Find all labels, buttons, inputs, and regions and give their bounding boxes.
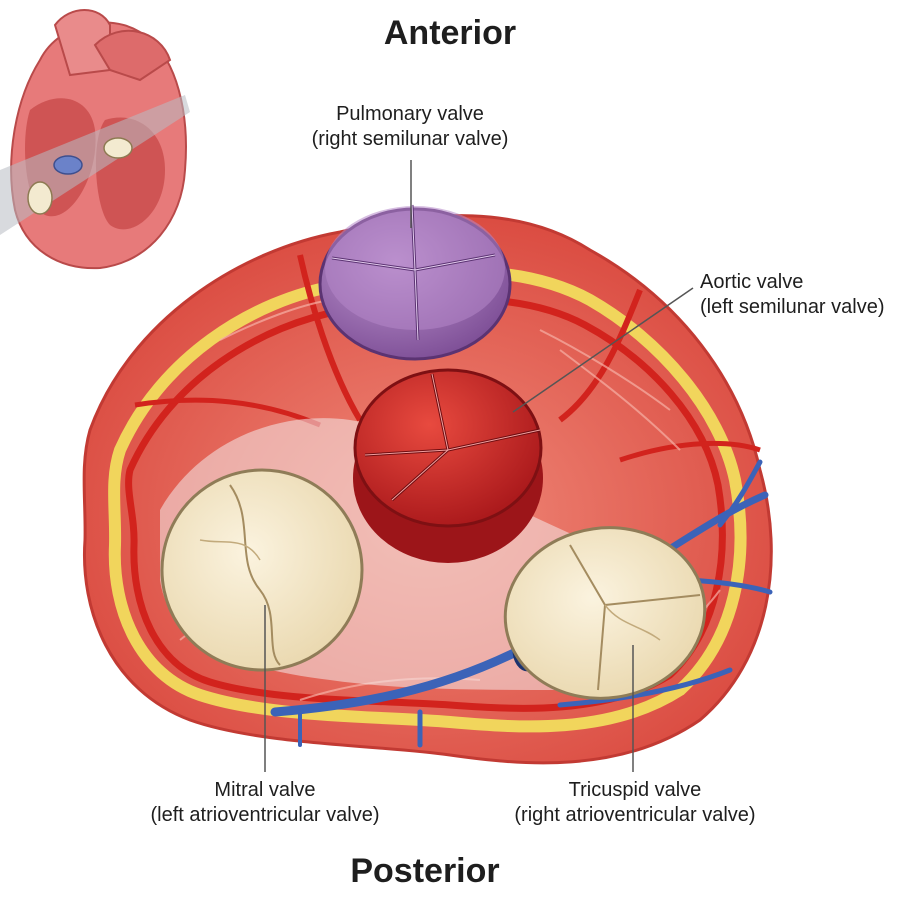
mitral-valve bbox=[160, 468, 364, 672]
posterior-label: Posterior bbox=[350, 852, 500, 890]
mitral-valve-label: Mitral valve (left atrioventricular valv… bbox=[110, 778, 420, 828]
tricuspid-valve-alt-name: (right atrioventricular valve) bbox=[514, 804, 756, 826]
tricuspid-valve bbox=[503, 526, 707, 700]
aortic-valve-name: Aortic valve bbox=[700, 271, 804, 293]
pulmonary-valve bbox=[318, 204, 512, 361]
mitral-valve-name: Mitral valve bbox=[214, 779, 316, 801]
heart-inset-illustration bbox=[0, 9, 190, 270]
pulmonary-valve-label: Pulmonary valve (right semilunar valve) bbox=[260, 102, 560, 152]
tricuspid-valve-label: Tricuspid valve (right atrioventricular … bbox=[475, 778, 795, 828]
aortic-valve-alt-name: (left semilunar valve) bbox=[700, 296, 885, 318]
leader-lines bbox=[264, 160, 694, 772]
anterior-label: Anterior bbox=[383, 14, 517, 52]
aortic-valve bbox=[353, 368, 543, 563]
pulmonary-valve-alt-name: (right semilunar valve) bbox=[311, 128, 509, 150]
aortic-leader bbox=[512, 287, 694, 413]
pulmonary-valve-name: Pulmonary valve bbox=[336, 103, 484, 125]
aortic-valve-label: Aortic valve (left semilunar valve) bbox=[700, 270, 900, 320]
mitral-valve-alt-name: (left atrioventricular valve) bbox=[150, 804, 380, 826]
tricuspid-valve-name: Tricuspid valve bbox=[568, 779, 702, 801]
